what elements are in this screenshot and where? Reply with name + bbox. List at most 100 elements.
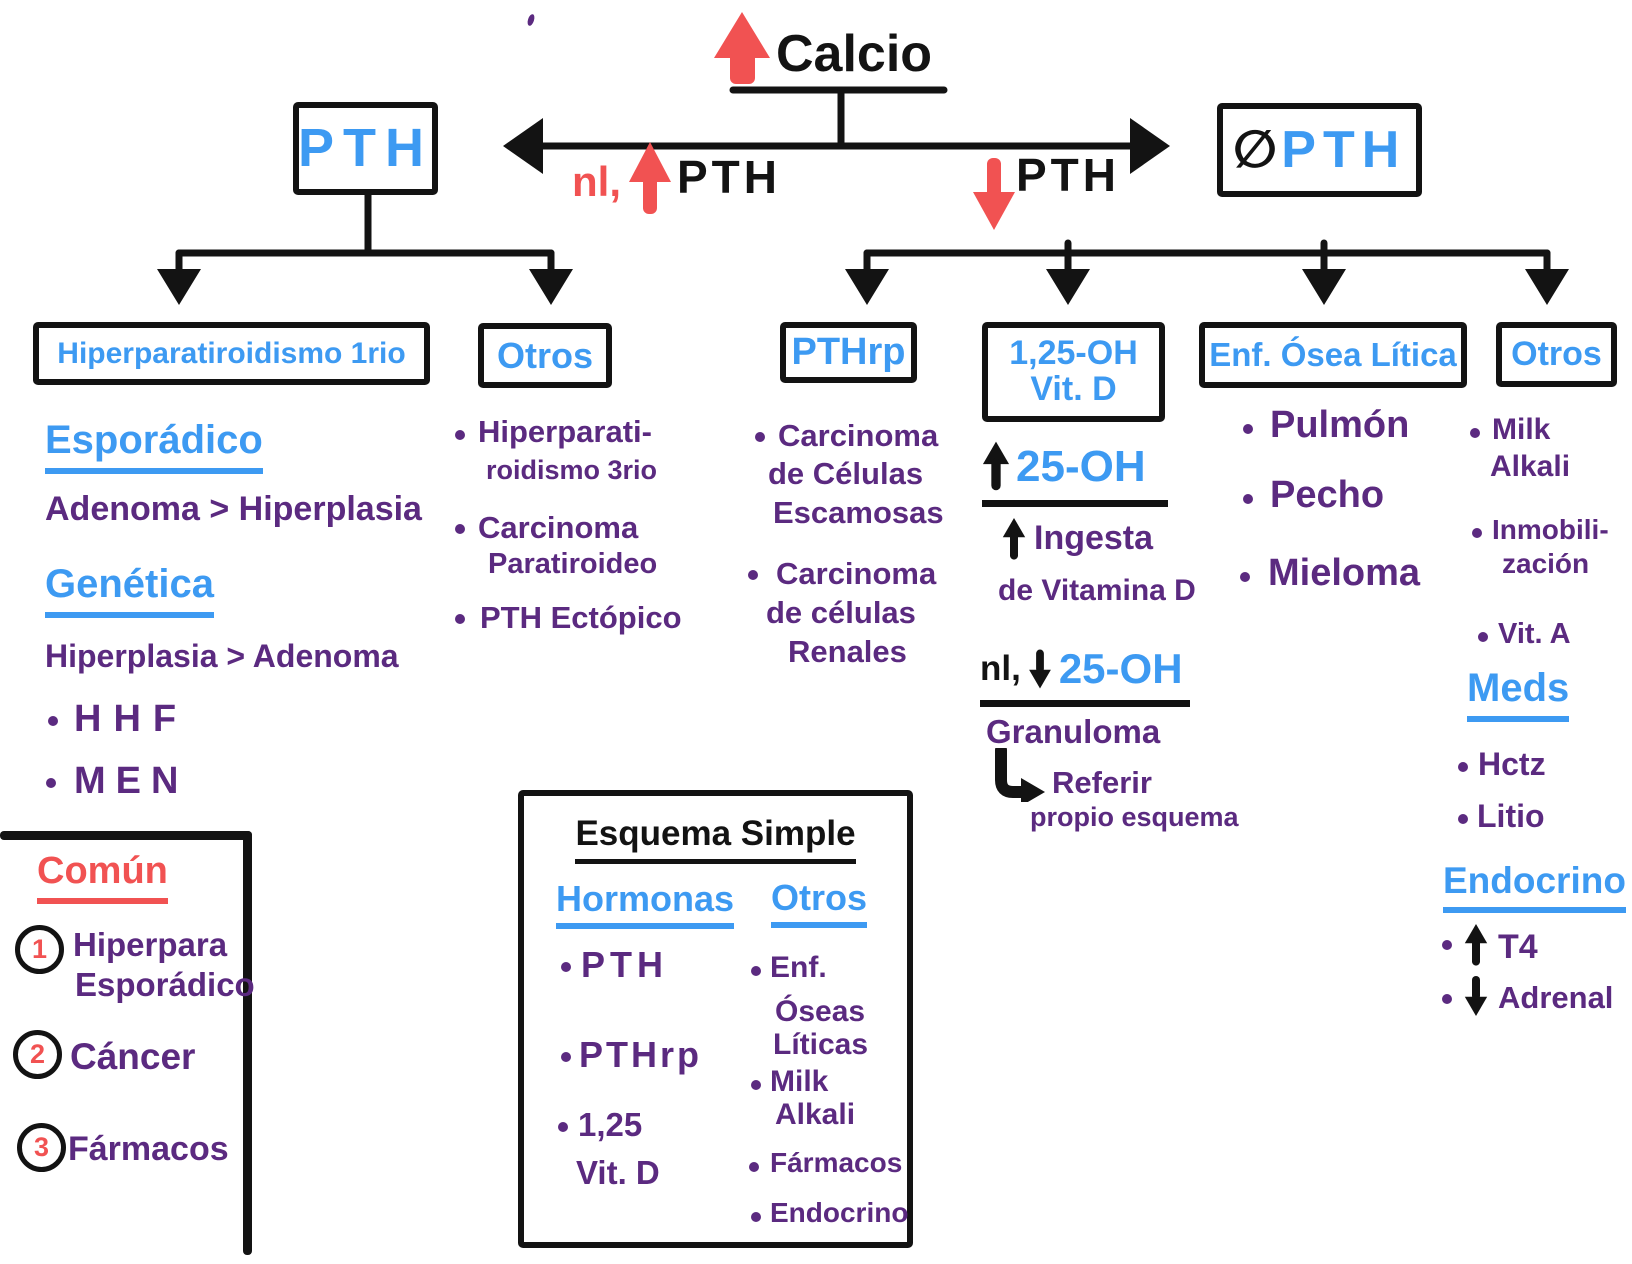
comun-item-1-line2: Esporádico	[75, 966, 255, 1003]
bullet-dot	[1470, 428, 1480, 438]
pthrp-item-2-line3: Renales	[788, 634, 907, 669]
box-vitd-line1: 1,25-OH	[1009, 334, 1138, 373]
box-pthrp: PTHrp	[780, 322, 917, 383]
up-arrow-icon	[1002, 518, 1026, 560]
bullet-dot	[1472, 528, 1482, 538]
esquema-simple-box: Esquema Simple Hormonas Otros PTH PTHrp …	[518, 790, 913, 1248]
endocrino-header-label: Endocrino	[1443, 860, 1626, 913]
box-otros-der: Otros	[1496, 322, 1617, 387]
meds-header: Meds	[1467, 666, 1570, 722]
box-hiperparatiroidismo: Hiperparatiroidismo 1rio	[33, 322, 430, 385]
node-pth-label: PTH	[298, 118, 433, 179]
bullet-dot	[751, 1212, 761, 1222]
number-1: 1	[31, 934, 48, 964]
box-osea-label: Enf. Ósea Lítica	[1209, 335, 1457, 373]
node-no-pth-label: PTH	[1281, 120, 1407, 179]
otros-der-item-1-line2: Alkali	[1490, 450, 1571, 483]
circled-number-2: 2	[13, 1030, 62, 1079]
otros-der-item-1-line1: Milk	[1492, 413, 1551, 446]
nl-25oh-label: 25-OH	[1058, 645, 1183, 692]
granuloma-label: Granuloma	[986, 713, 1161, 750]
hormonas-item-2: PTHrp	[579, 1034, 702, 1075]
circled-number-3: 3	[17, 1123, 66, 1172]
hormonas-header: Hormonas	[556, 880, 735, 929]
pthrp-item-1-line2: de Células	[768, 456, 924, 491]
ingesta-line2: de Vitamina D	[998, 574, 1196, 607]
hhf-item: HHF	[74, 698, 189, 740]
meds-header-label: Meds	[1467, 666, 1570, 722]
bullet-dot	[1243, 494, 1253, 504]
esquema-otros-item-4: Endocrino	[770, 1197, 909, 1228]
meds-item-1: Hctz	[1478, 746, 1546, 782]
otros-der-item-2-line2: zación	[1502, 548, 1590, 579]
bullet-dot	[455, 430, 465, 440]
genetica-header-label: Genética	[45, 562, 214, 618]
bullet-dot	[755, 432, 765, 442]
esquema-otros-item-1-line2: Óseas	[775, 995, 866, 1028]
comun-item-1-line1: Hiperpara	[73, 926, 228, 963]
referir-line2: propio esquema	[1030, 802, 1239, 832]
bullet-dot	[751, 1080, 761, 1090]
bullet-dot	[558, 1122, 568, 1132]
number-2: 2	[29, 1039, 46, 1069]
red-up-arrow-calcio-icon	[714, 12, 770, 84]
bullet-dot	[748, 570, 758, 580]
endocrino-item-2: Adrenal	[1498, 980, 1614, 1015]
esquema-title-wrap: Esquema Simple	[524, 815, 907, 864]
calcio-label: Calcio	[776, 25, 933, 83]
otros-der-item-3: Vit. A	[1498, 618, 1571, 650]
box-vitd: 1,25-OH Vit. D	[982, 322, 1165, 422]
hormonas-item-3-line1: 1,25	[578, 1106, 643, 1143]
up-arrow-icon	[1464, 924, 1488, 966]
arrowhead-down-icon	[845, 269, 889, 305]
circled-number-1: 1	[15, 925, 64, 974]
otros-izq-item-2-line2: Paratiroideo	[488, 548, 658, 580]
comun-border-right	[243, 831, 252, 1255]
box-pthrp-label: PTHrp	[791, 330, 906, 373]
men-item: MEN	[74, 760, 189, 802]
nl-label: nl,	[572, 158, 621, 205]
box-vitd-line2: Vit. D	[1030, 370, 1117, 408]
nl-label: nl,	[980, 649, 1021, 688]
bullet-dot	[48, 716, 58, 726]
otros-izq-item-2-line1: Carcinoma	[478, 510, 639, 545]
box-otros-der-label: Otros	[1511, 334, 1602, 373]
pthrp-item-1-line1: Carcinoma	[778, 418, 939, 453]
pth-left-label: PTH	[677, 151, 781, 203]
bullet-dot	[749, 1162, 759, 1172]
comun-header: Común	[37, 850, 168, 904]
hormonas-header-label: Hormonas	[556, 880, 735, 929]
nl-down-25oh-group: nl, 25-OH	[980, 645, 1190, 707]
bullet-dot	[455, 614, 465, 624]
red-up-arrow-nl-pth-icon	[629, 142, 671, 214]
endocrino-header: Endocrino	[1443, 860, 1626, 913]
genetica-detail: Hiperplasia > Adenoma	[45, 638, 399, 674]
bullet-dot	[455, 524, 465, 534]
arrowhead-down-icon	[1046, 269, 1090, 305]
esquema-otros-item-1-line3: Líticas	[773, 1028, 869, 1061]
number-3: 3	[33, 1132, 50, 1162]
arrowhead-down-icon	[1302, 269, 1346, 305]
bullet-dot	[1442, 940, 1452, 950]
box-hiperparatiroidismo-label: Hiperparatiroidismo 1rio	[57, 336, 406, 370]
bullet-dot	[1458, 762, 1468, 772]
otros-izq-item-1-line1: Hiperparati-	[478, 414, 652, 449]
esquema-otros-item-2-line1: Milk	[770, 1065, 829, 1098]
esporadico-detail: Adenoma > Hiperplasia	[45, 490, 422, 528]
comun-item-3: Fármacos	[68, 1130, 229, 1168]
arrowhead-down-icon	[157, 269, 201, 305]
arrowhead-right-icon	[1130, 118, 1170, 174]
esquema-otros-item-1-line1: Enf.	[770, 951, 827, 984]
hormonas-item-3-line2: Vit. D	[576, 1154, 660, 1191]
esquema-title: Esquema Simple	[575, 815, 856, 864]
bullet-dot	[751, 966, 761, 976]
pthrp-item-2-line2: de células	[766, 595, 916, 630]
up-25oh-label: 25-OH	[1016, 442, 1146, 491]
box-otros-izq: Otros	[478, 323, 612, 388]
otros-izq-item-1-line2: roidismo 3rio	[486, 455, 658, 485]
osea-item-3: Mieloma	[1268, 552, 1421, 594]
red-down-arrow-pth-icon	[973, 158, 1015, 230]
osea-item-2: Pecho	[1270, 474, 1385, 516]
